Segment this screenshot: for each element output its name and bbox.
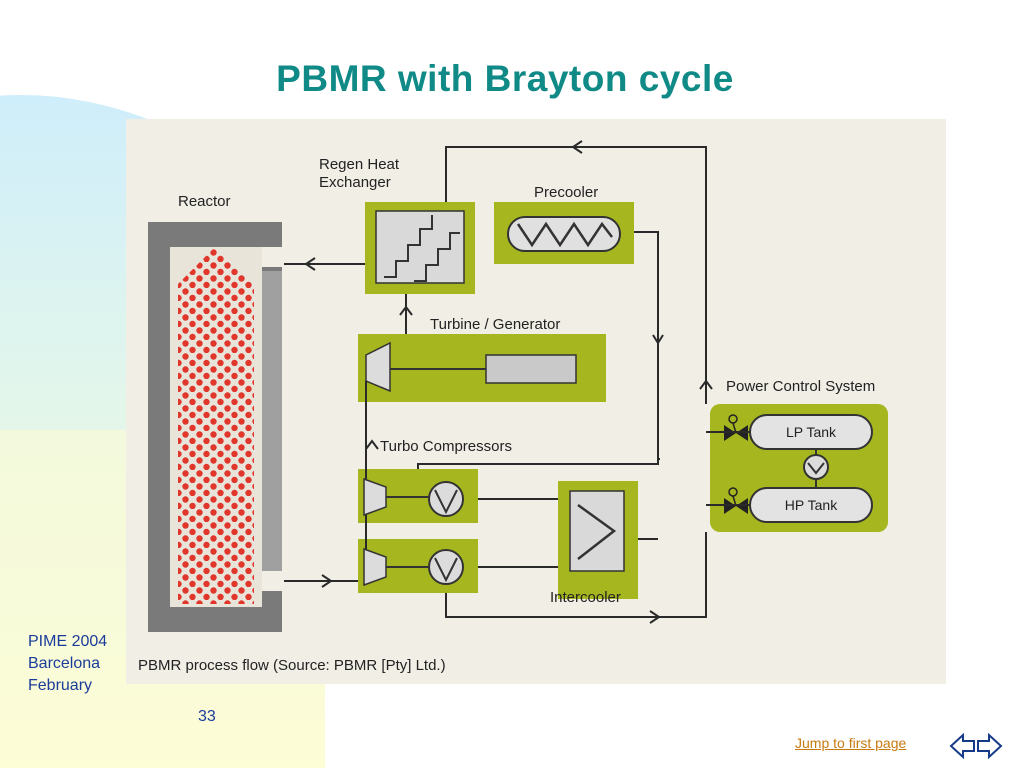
arrow-up-turbine — [399, 305, 413, 316]
reactor-bottom-port — [262, 571, 284, 591]
pump-icon-mark — [807, 462, 825, 475]
lp-tank-label: LP Tank — [786, 424, 837, 440]
turbine-label: Turbine / Generator — [430, 316, 560, 333]
precooler-icon — [494, 202, 634, 264]
footer-line-event: PIME 2004 — [28, 633, 108, 650]
regen-heat-exchanger-icon — [365, 202, 475, 294]
slide-title: PBMR with Brayton cycle — [276, 58, 734, 99]
arrow-turbo — [365, 439, 379, 450]
power-control-label: Power Control System — [726, 378, 875, 395]
power-control-system — [710, 404, 888, 532]
precooler-tube — [507, 216, 621, 252]
intercooler-coil — [577, 503, 617, 560]
reactor-top-port — [262, 247, 284, 267]
intercooler-label: Intercooler — [550, 589, 621, 606]
arrow-power-control — [699, 379, 713, 390]
generator-icon — [485, 354, 577, 384]
arrow-reactor-in — [304, 257, 316, 271]
turbine-generator — [358, 334, 606, 402]
turbo-compressors — [358, 469, 478, 593]
process-pipes — [284, 146, 750, 618]
diagram-caption: PBMR process flow (Source: PBMR [Pty] Lt… — [138, 657, 446, 674]
flow-arrows — [304, 140, 713, 624]
compressor-icon — [363, 547, 387, 587]
pump-icon-mark — [434, 489, 458, 515]
reactor-label: Reactor — [178, 193, 231, 210]
pump-icon-mark — [434, 557, 458, 583]
footer-info: PIME 2004 Barcelona February — [28, 631, 107, 697]
pebble-bed — [178, 247, 254, 604]
hp-tank-label: HP Tank — [785, 497, 838, 513]
page-number: 33 — [198, 708, 216, 725]
regen-label-line1: Regen Heat — [319, 156, 400, 173]
turbo-compressors-label: Turbo Compressors — [380, 438, 512, 455]
intercooler-icon — [558, 481, 638, 599]
regen-zigzag-b — [414, 232, 460, 282]
turbine-icon — [365, 341, 391, 393]
pbmr-process-diagram: Reactor Regen Heat Exchanger Precooler T… — [126, 119, 946, 684]
pipe-return-loop — [445, 146, 707, 404]
regen-label-line2: Exchanger — [319, 174, 391, 191]
next-arrow-icon[interactable] — [977, 732, 1003, 760]
compressor-icon — [363, 477, 387, 517]
reactor — [148, 222, 284, 632]
regen-zigzag-a — [384, 215, 433, 278]
prev-arrow-icon[interactable] — [949, 732, 975, 760]
pipe-bottom-loop — [445, 532, 707, 618]
navigation-arrows-icon[interactable] — [948, 731, 1004, 761]
precooler-coil — [516, 221, 613, 248]
arrow-reactor-bottom — [321, 574, 333, 588]
arrow-down-main — [652, 334, 664, 345]
pump-icon — [803, 454, 829, 480]
arrow-bottom-loop — [649, 610, 661, 624]
footer-line-month: February — [28, 677, 93, 694]
footer-line-city: Barcelona — [28, 655, 101, 672]
pipe-main-down — [417, 329, 659, 469]
arrow-top-left — [571, 140, 583, 154]
pump-icon — [428, 481, 464, 517]
precooler-label: Precooler — [534, 184, 598, 201]
reactor-side-channel — [262, 271, 282, 581]
jump-to-first-page-link[interactable]: Jump to first page — [795, 735, 907, 751]
